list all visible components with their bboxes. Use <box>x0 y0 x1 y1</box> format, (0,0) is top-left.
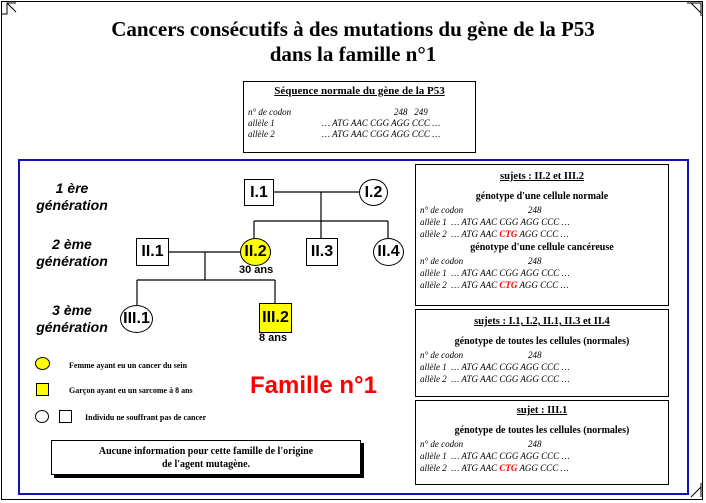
codon-label: n° de codon <box>248 107 292 117</box>
box2-codon-number: 248 <box>528 350 542 360</box>
individual-III1-label: III.1 <box>123 310 150 327</box>
legend-boy-sarcoma-symbol <box>36 383 49 396</box>
box2-title: sujets : I.1, I.2, II.1, II.3 et II.4 <box>474 316 610 327</box>
box2-allele1: allèle 1 … ATG AAC CGG AGG CCC … <box>420 362 570 372</box>
box1-cancer-allele1: allèle 1 … ATG AAC CGG AGG CCC … <box>420 268 570 278</box>
box3-codon-number: 248 <box>528 439 542 449</box>
box3-allele2: allèle 2 … ATG AAC CTG AGG CCC … <box>420 463 569 473</box>
individual-I2: I.2 <box>359 179 388 206</box>
page-corner-fold-icon-bottom <box>690 483 702 498</box>
normal-sequence-heading: Séquence normale du gène de la P53 <box>274 85 445 97</box>
box2-heading: génotype de toutes les cellules (normale… <box>454 336 630 347</box>
individual-II1: II.1 <box>136 238 169 266</box>
box3-title: sujet : III.1 <box>516 405 568 416</box>
allele2-label: allèle 2 <box>248 129 275 139</box>
box1-normal-allele2: allèle 2 … ATG AAC CTG AGG CCC … <box>420 229 569 239</box>
individual-I1-label: I.1 <box>250 183 268 201</box>
genotype-box-others: sujets : I.1, I.2, II.1, II.3 et II.4 gé… <box>415 309 669 397</box>
legend-female-cancer-text: Femme ayant eu un cancer du sein <box>69 361 188 370</box>
individual-III1: III.1 <box>120 305 153 333</box>
individual-II1-label: II.1 <box>141 243 164 260</box>
individual-III2-label: III.2 <box>262 309 289 326</box>
allele1-sequence: … ATG AAC CGG AGG CCC … <box>322 118 441 128</box>
box1-cancer-codon-number: 248 <box>528 256 542 266</box>
box1-normal-heading: génotype d'une cellule normale <box>475 191 609 202</box>
box2-allele2: allèle 2 … ATG AAC CGG AGG CCC … <box>420 374 570 384</box>
individual-II2-label: II.2 <box>244 243 267 260</box>
page-corner-icon <box>2 2 17 15</box>
box2-codon-label: n° de codon <box>420 350 464 360</box>
title-line-1: Cancers consécutifs à des mutations du g… <box>111 17 595 41</box>
box1-cancer-heading: génotype d'une cellule cancéreuse <box>470 242 614 253</box>
allele2-sequence: … ATG AAC CGG AGG CCC … <box>322 129 441 139</box>
individual-II2: II.2 <box>240 238 271 266</box>
family-label: Famille n°1 <box>250 372 377 399</box>
family-frame <box>18 159 689 495</box>
box3-heading: génotype de toutes les cellules (normale… <box>454 425 630 436</box>
mutagen-info-box: Aucune information pour cette famille de… <box>51 440 361 475</box>
legend-healthy-square-symbol <box>59 410 72 423</box>
individual-II2-age: 30 ans <box>239 264 274 276</box>
title-line-2: dans la famille n°1 <box>269 42 437 66</box>
individual-II3: II.3 <box>306 238 338 266</box>
generation-1-label: 1 ère génération <box>36 180 108 213</box>
individual-I1: I.1 <box>244 179 274 206</box>
generation-3-label: 3 ème génération <box>36 302 108 335</box>
individual-II3-label: II.3 <box>310 243 334 260</box>
individual-III2-age: 8 ans <box>259 332 288 344</box>
legend-healthy-text: Individu ne souffrant pas de cancer <box>85 413 207 422</box>
box1-normal-allele1: allèle 1 … ATG AAC CGG AGG CCC … <box>420 217 570 227</box>
individual-III2: III.2 <box>259 303 292 333</box>
genotype-box-II2-III2: sujets : II.2 et III.2 génotype d'une ce… <box>415 164 669 306</box>
box1-codon-number: 248 <box>528 205 542 215</box>
box1-codon-label: n° de codon <box>420 205 464 215</box>
individual-I2-label: I.2 <box>364 183 383 201</box>
box1-title: sujets : II.2 et III.2 <box>500 171 584 182</box>
legend-healthy-circle-symbol <box>35 410 49 423</box>
generation-2-label: 2 ème génération <box>36 236 108 269</box>
normal-sequence-box: Séquence normale du gène de la P53 n° de… <box>243 81 476 153</box>
codon-numbers: 248 249 <box>394 107 428 117</box>
box1-cancer-allele2: allèle 2 … ATG AAC CTG AGG CCC … <box>420 280 569 290</box>
individual-II4-label: II.4 <box>377 243 400 260</box>
page-title: Cancers consécutifs à des mutations du g… <box>0 17 706 67</box>
allele1-label: allèle 1 <box>248 118 275 128</box>
mutagen-info-line-1: Aucune information pour cette famille de… <box>98 446 314 457</box>
legend-boy-sarcoma-text: Garçon ayant eu un sarcome à 8 ans <box>69 386 193 395</box>
box3-codon-label: n° de codon <box>420 439 464 449</box>
box1-cancer-codon-label: n° de codon <box>420 256 464 266</box>
individual-II4: II.4 <box>373 238 404 266</box>
page-corner-fold-icon <box>687 2 702 16</box>
box3-allele1: allèle 1 … ATG AAC CGG AGG CCC … <box>420 451 570 461</box>
legend-female-cancer-symbol <box>35 357 50 370</box>
mutagen-info-line-2: de l'agent mutagène. <box>161 459 251 470</box>
genotype-box-III1: sujet : III.1 génotype de toutes les cel… <box>415 400 669 485</box>
